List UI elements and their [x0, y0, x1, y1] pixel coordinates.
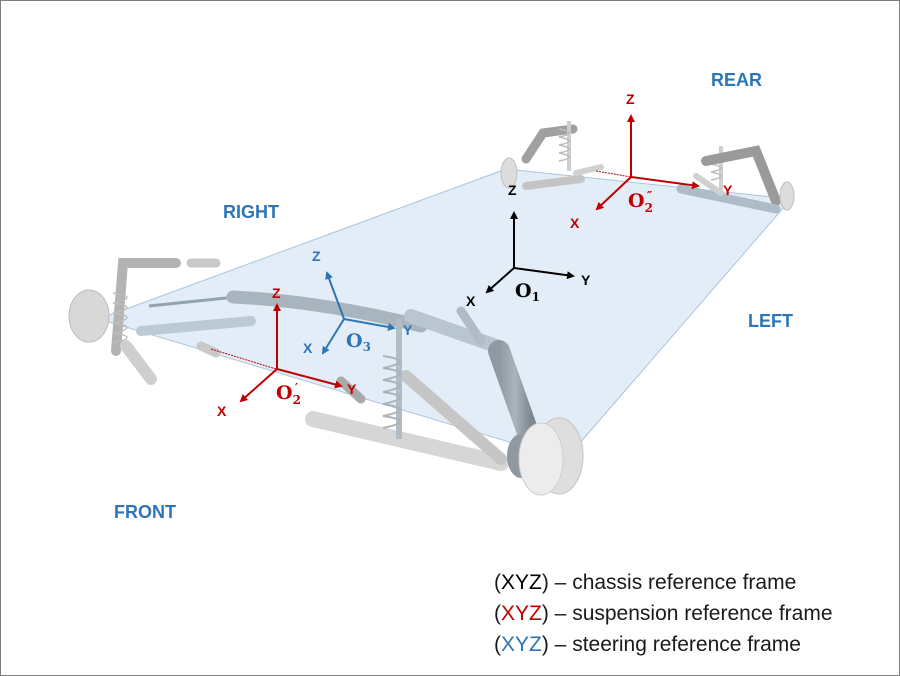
front-suspension-x-axis — [239, 368, 278, 403]
steering-origin-label: O3 — [346, 330, 371, 354]
legend-bracket: ( — [494, 602, 501, 625]
rear-suspension-frame: Z Y X O2″ — [570, 91, 733, 231]
chassis-x-axis — [485, 267, 515, 294]
legend: (XYZ) – chassis reference frame (XYZ) – … — [494, 567, 833, 660]
front-right-suspension — [68, 258, 256, 385]
steering-frame: Z Y X O3 — [303, 248, 413, 356]
rear-right-suspension — [500, 121, 604, 190]
rear-suspension-x-axis — [595, 176, 632, 211]
front-suspension-x-label: X — [217, 403, 227, 419]
steering-x-label: X — [303, 340, 313, 356]
rear-suspension-y-label: Y — [723, 182, 733, 198]
rear-suspension-x-label: X — [570, 215, 580, 231]
legend-bracket: ) — [541, 571, 549, 594]
front-suspension-y-axis — [276, 368, 343, 389]
front-left-suspension — [226, 290, 584, 496]
legend-bracket: ) — [541, 633, 549, 656]
front-suspension-frame: Z Y X O2′ — [217, 285, 357, 419]
legend-description-steering: – steering reference frame — [548, 633, 801, 656]
legend-description-suspension: – suspension reference frame — [548, 602, 833, 625]
front-suspension-z-label: Z — [272, 285, 281, 301]
rear-direction-label: REAR — [711, 70, 762, 90]
steering-y-label: Y — [403, 322, 413, 338]
front-suspension-origin-label: O2′ — [276, 381, 301, 407]
legend-symbol-chassis: XYZ — [501, 571, 542, 594]
chassis-y-label: Y — [581, 272, 591, 288]
right-direction-label: RIGHT — [223, 202, 279, 222]
legend-symbol-steering: XYZ — [501, 633, 542, 656]
steering-x-axis — [321, 318, 345, 355]
chassis-origin-label: O1 — [515, 280, 540, 304]
chassis-z-label: Z — [508, 182, 517, 198]
steering-y-axis — [343, 318, 396, 331]
left-direction-label: LEFT — [748, 311, 793, 331]
front-suspension-connection-line — [210, 348, 277, 370]
steering-z-axis — [325, 271, 345, 320]
rear-suspension-y-axis — [630, 176, 700, 190]
legend-bracket: ( — [494, 633, 501, 656]
legend-bracket: ) — [541, 602, 549, 625]
chassis-x-label: X — [466, 293, 476, 309]
chassis-y-axis — [513, 267, 575, 280]
legend-item-steering: (XYZ) – steering reference frame — [494, 629, 833, 660]
legend-item-chassis: (XYZ) – chassis reference frame — [494, 567, 833, 598]
rear-suspension-z-label: Z — [626, 91, 635, 107]
rear-suspension-connection-line — [595, 170, 632, 178]
rear-left-suspension — [676, 145, 795, 214]
rear-suspension-origin-label: O2″ — [628, 189, 653, 215]
front-direction-label: FRONT — [114, 502, 176, 522]
steering-z-label: Z — [312, 248, 321, 264]
front-suspension-y-label: Y — [347, 381, 357, 397]
legend-description-chassis: – chassis reference frame — [548, 571, 797, 594]
legend-item-suspension: (XYZ) – suspension reference frame — [494, 598, 833, 629]
legend-symbol-suspension: XYZ — [501, 602, 542, 625]
chassis-frame: Z Y X O1 — [466, 182, 591, 309]
legend-bracket: ( — [494, 571, 501, 594]
